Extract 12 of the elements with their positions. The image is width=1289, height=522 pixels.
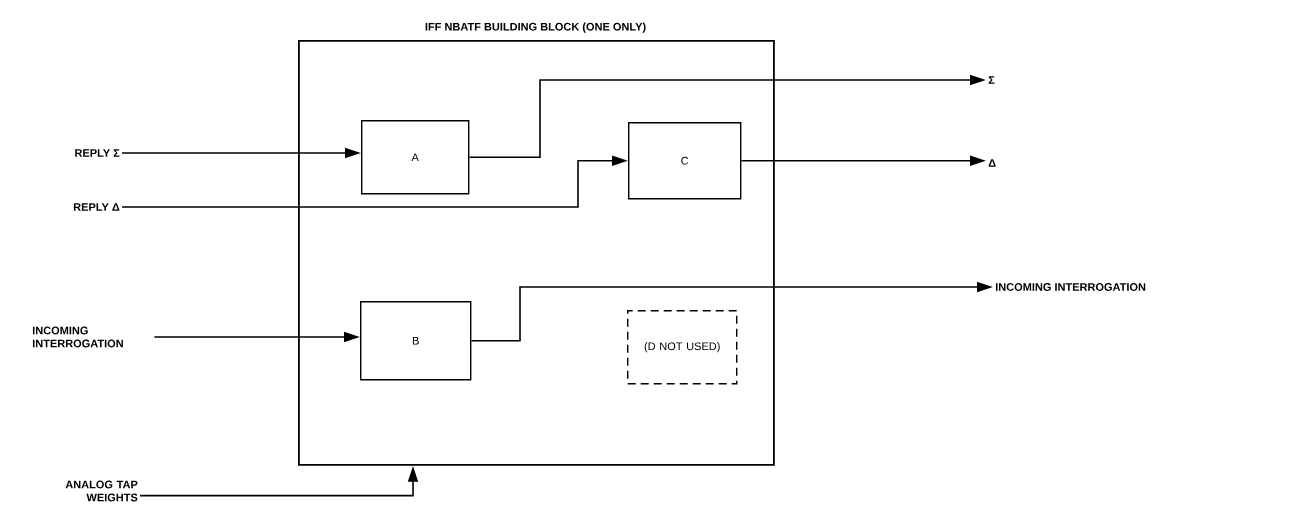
signal-label: ANALOG TAP WEIGHTS bbox=[65, 480, 138, 502]
unused-block-box: (D NOT USED) bbox=[627, 310, 738, 385]
signal-label: INCOMING INTERROGATION bbox=[32, 326, 123, 348]
process-box: A bbox=[361, 120, 470, 195]
process-box: C bbox=[628, 122, 742, 200]
signal-label: Δ bbox=[988, 159, 996, 167]
signal-label: Σ bbox=[988, 76, 995, 84]
process-box: B bbox=[360, 301, 472, 381]
node-label: IFF NBATF BUILDING BLOCK (ONE ONLY) bbox=[425, 22, 646, 33]
signal-label: REPLY Σ bbox=[75, 149, 120, 157]
signal-label: REPLY Δ bbox=[73, 203, 120, 211]
signal-label: INCOMING INTERROGATION bbox=[995, 283, 1146, 291]
